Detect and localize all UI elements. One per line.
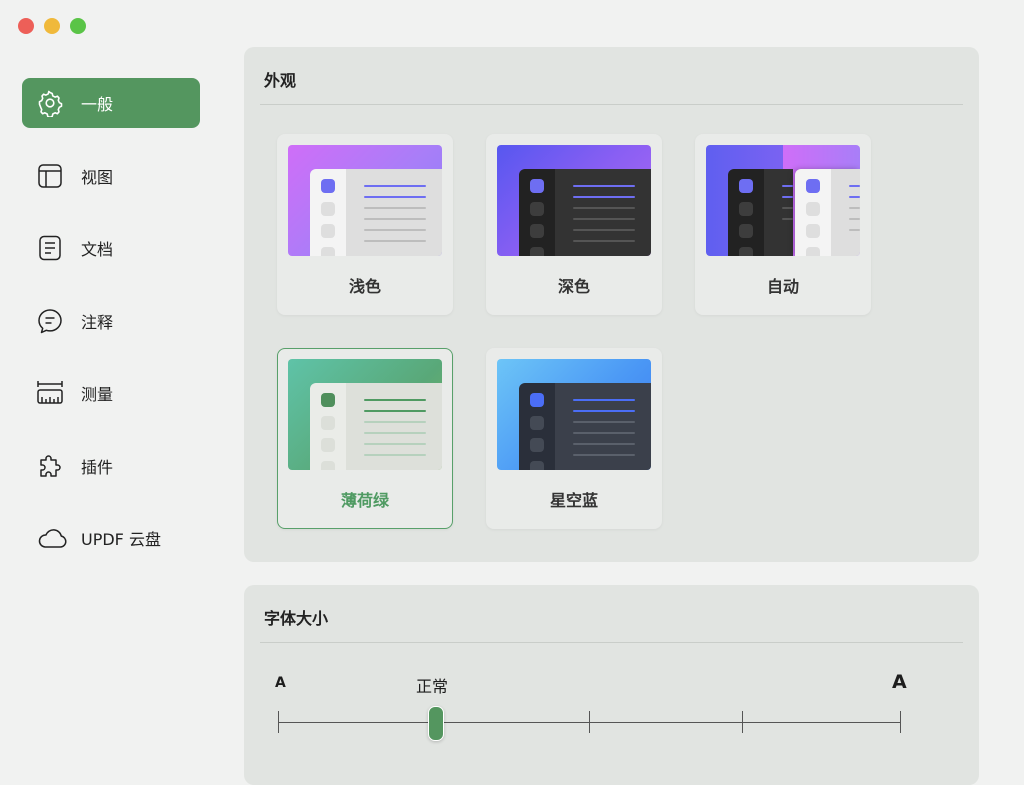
slider-thumb[interactable] bbox=[428, 706, 444, 741]
sidebar-item-plugin[interactable]: 插件 bbox=[22, 441, 200, 491]
document-icon bbox=[39, 235, 61, 261]
comment-icon bbox=[38, 308, 62, 333]
sidebar-item-label: 文档 bbox=[81, 240, 114, 259]
appearance-title: 外观 bbox=[264, 71, 297, 90]
theme-label: 星空蓝 bbox=[549, 491, 598, 510]
sidebar-item-label: 一般 bbox=[81, 95, 114, 114]
theme-card-mint[interactable]: 薄荷绿 bbox=[277, 348, 453, 529]
sidebar-item-label: 注释 bbox=[81, 312, 114, 332]
divider bbox=[260, 104, 963, 105]
theme-card-light[interactable]: 浅色 bbox=[277, 134, 453, 315]
puzzle-icon bbox=[40, 454, 61, 477]
gear-icon bbox=[38, 90, 63, 117]
appearance-panel: 外观 bbox=[244, 47, 979, 562]
sidebar-item-document[interactable]: 文档 bbox=[22, 223, 200, 273]
font-size-current-label: 正常 bbox=[416, 677, 449, 696]
divider bbox=[260, 642, 963, 643]
font-size-title: 字体大小 bbox=[264, 609, 329, 628]
sidebar-item-view[interactable]: 视图 bbox=[22, 151, 200, 201]
slider-tick bbox=[900, 711, 901, 733]
sidebar-item-general[interactable]: 一般 bbox=[22, 78, 200, 128]
theme-preview-auto bbox=[706, 145, 860, 256]
font-size-panel: 字体大小 bbox=[244, 585, 979, 785]
slider-tick bbox=[742, 711, 743, 733]
theme-label: 自动 bbox=[766, 277, 799, 296]
theme-card-starry-blue[interactable]: 星空蓝 bbox=[486, 348, 662, 529]
theme-card-dark[interactable]: 深色 bbox=[486, 134, 662, 315]
sidebar-item-cloud[interactable]: UPDF 云盘 bbox=[22, 513, 200, 563]
theme-label: 浅色 bbox=[348, 277, 381, 296]
sidebar: 一般 视图 文档 注释 bbox=[22, 78, 200, 586]
ruler-icon bbox=[37, 381, 63, 404]
font-size-small-label: A bbox=[275, 675, 286, 691]
layout-icon bbox=[38, 163, 62, 188]
sidebar-item-comment[interactable]: 注释 bbox=[22, 296, 200, 346]
theme-label: 深色 bbox=[557, 277, 590, 296]
preferences-window: 一般 视图 文档 注释 bbox=[18, 18, 979, 785]
cloud-icon bbox=[38, 529, 67, 548]
sidebar-item-label: 视图 bbox=[81, 167, 114, 187]
theme-preview-starry-blue bbox=[497, 359, 651, 470]
sidebar-item-measure[interactable]: 测量 bbox=[22, 368, 200, 418]
slider-tick bbox=[278, 711, 279, 733]
sidebar-item-label: 测量 bbox=[81, 385, 114, 404]
theme-preview-mint bbox=[287, 358, 442, 470]
window-controls bbox=[18, 18, 86, 34]
maximize-window-button[interactable] bbox=[70, 18, 86, 34]
slider-tick bbox=[589, 711, 590, 733]
sidebar-item-label: 插件 bbox=[81, 457, 114, 477]
minimize-window-button[interactable] bbox=[44, 18, 60, 34]
theme-card-auto[interactable]: 自动 bbox=[695, 134, 871, 315]
theme-preview-dark bbox=[497, 145, 651, 256]
font-size-large-label: A bbox=[892, 671, 907, 693]
theme-preview-light bbox=[288, 145, 442, 256]
sidebar-item-label: UPDF 云盘 bbox=[81, 530, 161, 549]
close-window-button[interactable] bbox=[18, 18, 34, 34]
theme-label: 薄荷绿 bbox=[340, 490, 389, 510]
